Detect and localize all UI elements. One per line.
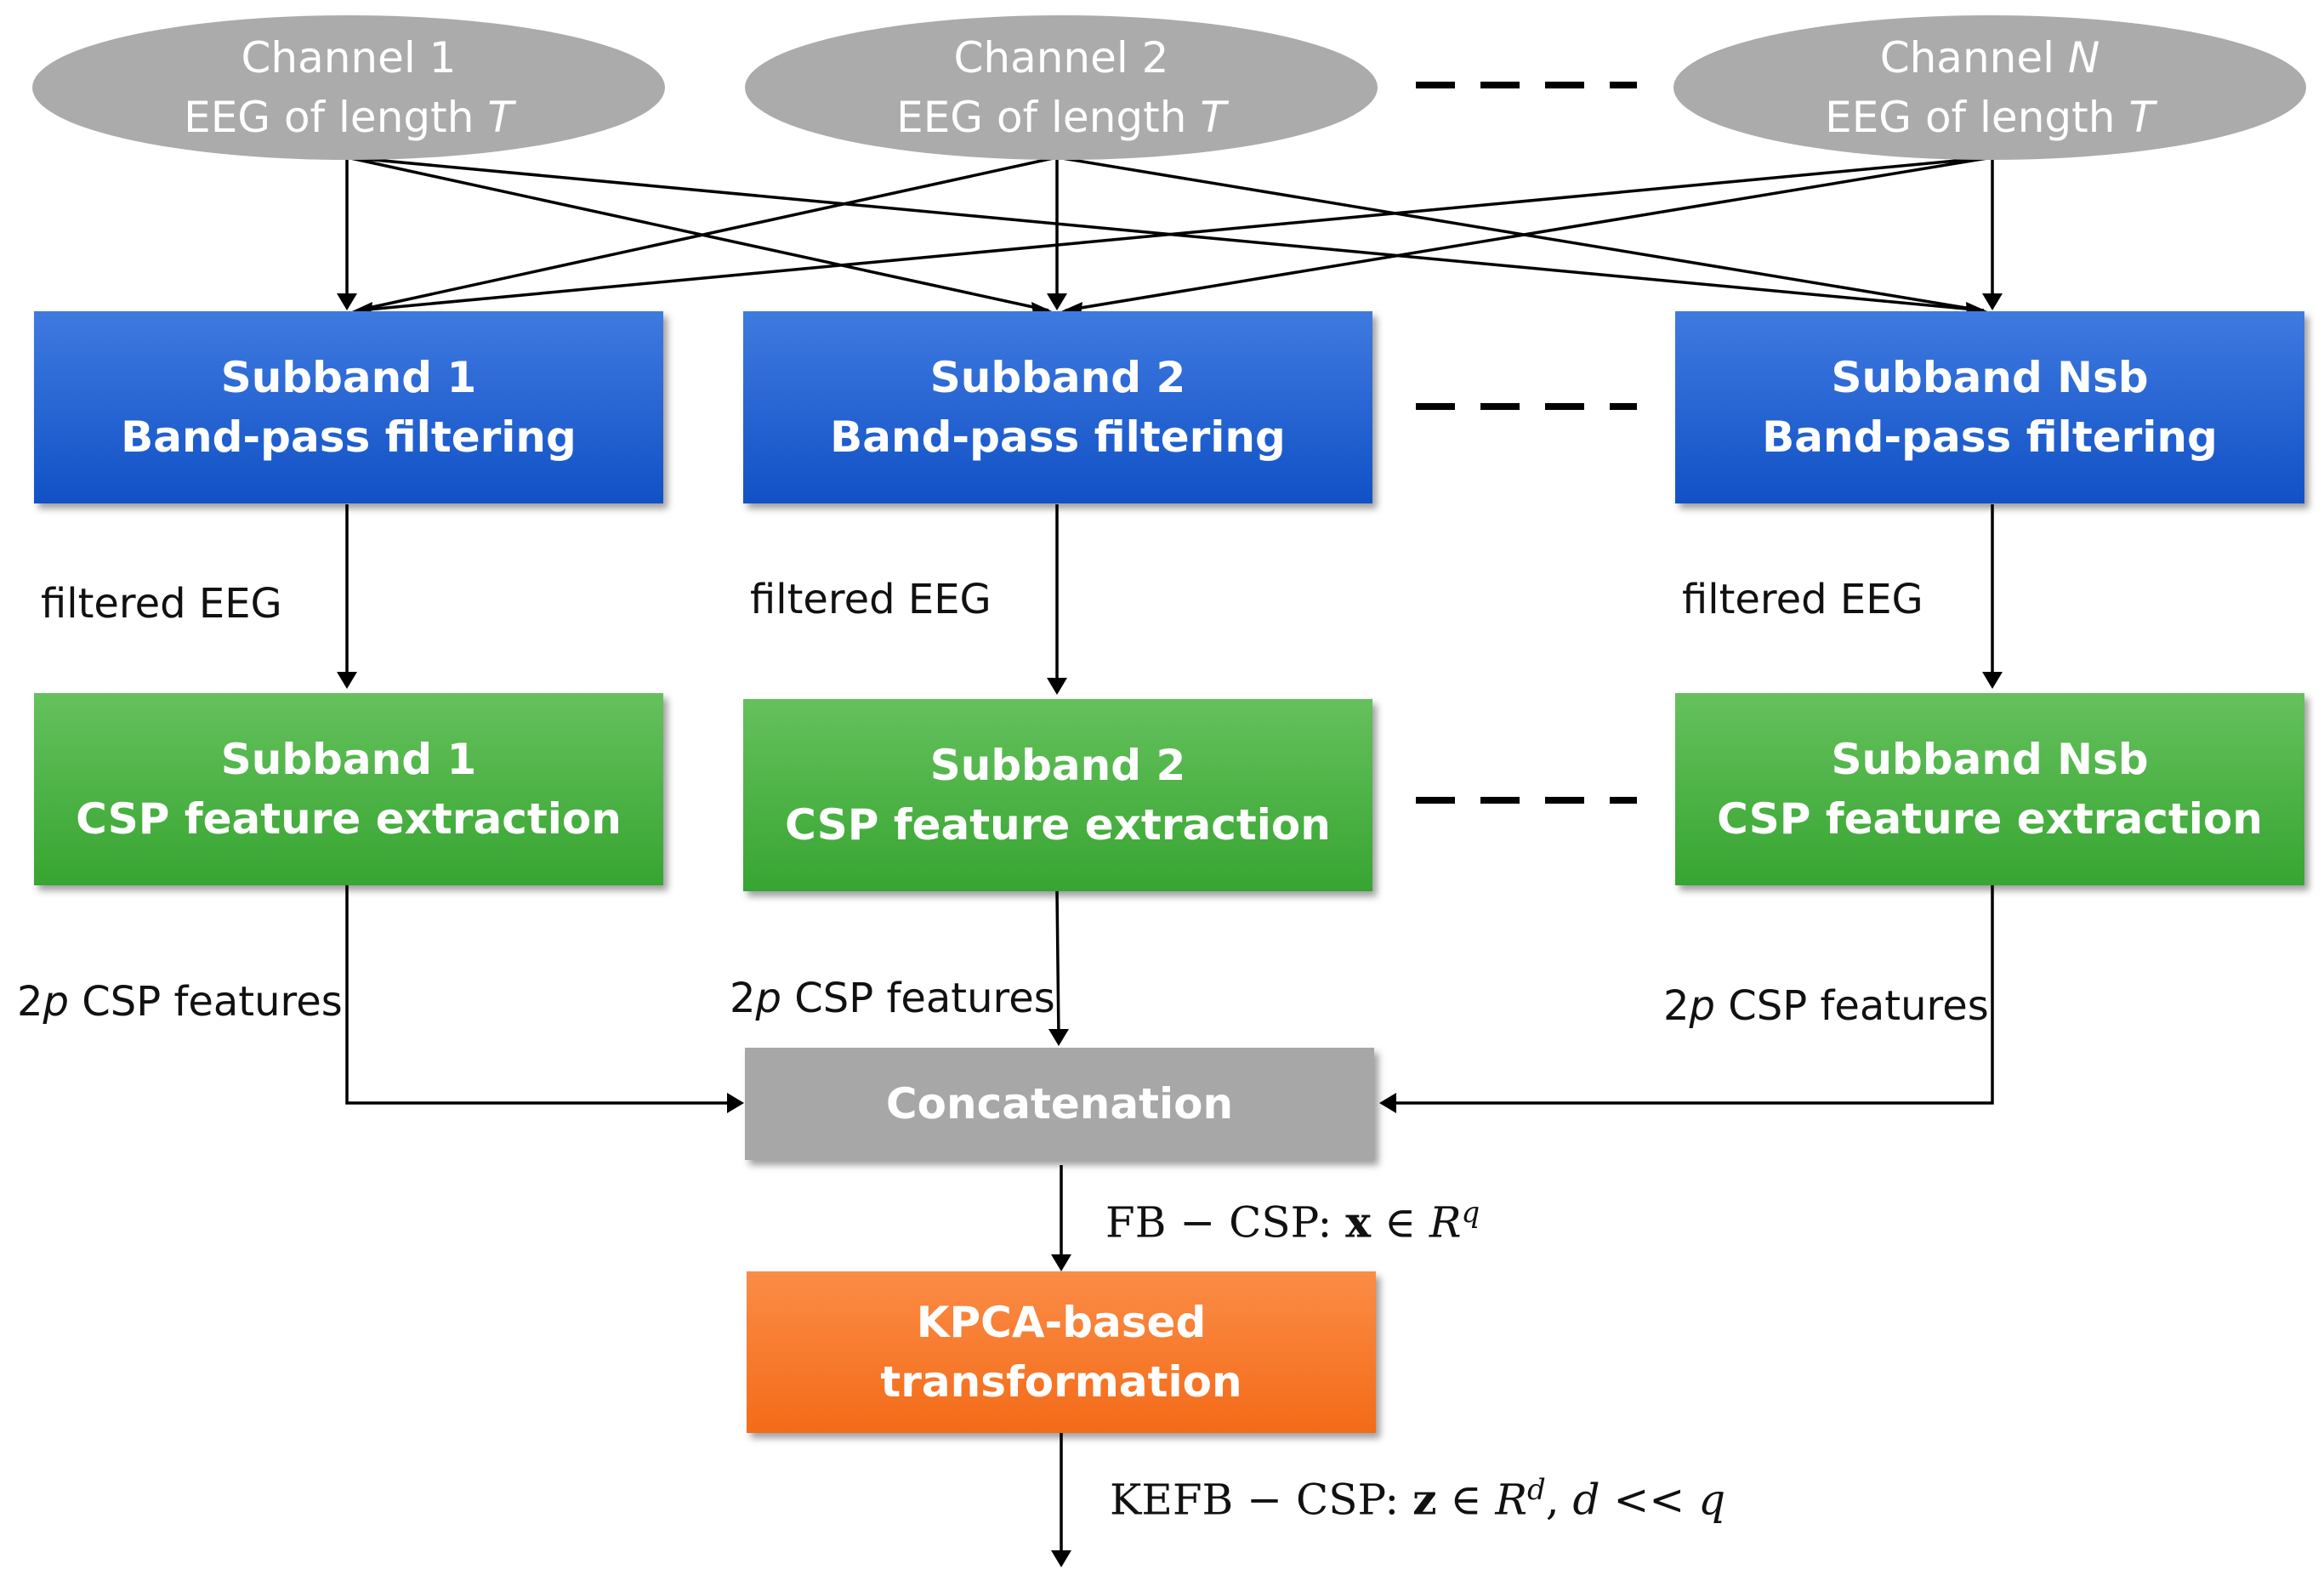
arrow-ch2-sb1 [356,156,1058,312]
kefb-csp-dim: d [1526,1473,1546,1507]
kpca-box: KPCA-based transformation [747,1271,1376,1433]
fb-csp-space: R [1429,1197,1462,1248]
csp-features-var-n: p [1689,982,1716,1030]
channel-1-title: Channel 1 [241,33,457,82]
csp-features-count-n: 2 [1663,982,1690,1030]
fb-csp-dim: q [1461,1196,1480,1230]
subband-n-csp-label: CSP feature extraction [1717,794,2263,844]
kefb-csp-much-less: << [1600,1475,1699,1525]
channel-n-length-var: T [2128,93,2155,142]
fb-csp-vector: x [1345,1197,1372,1248]
channel-2-title: Channel 2 [953,33,1169,82]
filtered-eeg-label-n: filtered EEG [1682,576,1923,623]
subband-2-csp-label: CSP feature extraction [785,800,1331,850]
csp-features-text-1: CSP features [69,978,343,1026]
arrow-cspn-concat [1388,885,1994,1105]
arrow-chn-sb2 [1065,156,1993,312]
channel-n-var: N [2067,33,2100,82]
csp-features-count-2: 2 [730,975,756,1022]
subband-1-csp-box: Subband 1 CSP feature extraction [34,693,663,885]
csp-features-label-n: 2p CSP features [1663,982,1989,1030]
csp-features-var-1: p [43,978,70,1026]
subband-n-filter-label: Band-pass filtering [1762,412,2218,462]
subband-2-filter-label: Band-pass filtering [830,412,1286,462]
channel-n-title: Channel [1879,33,2068,82]
channel-1-length-var: T [487,93,514,142]
kpca-label-line1: KPCA-based [916,1298,1207,1347]
subband-1-filter-box: Subband 1 Band-pass filtering [34,311,663,503]
ellipsis-dashes-channels [1416,82,1637,88]
subband-2-filter-title: Subband 2 [929,353,1186,402]
subband-1-csp-title: Subband 1 [220,735,477,784]
subband-1-filter-title: Subband 1 [220,353,477,402]
ellipsis-dashes-filters [1416,403,1637,410]
subband-1-filter-label: Band-pass filtering [121,412,577,462]
arrow-chn-sb1 [358,156,1993,312]
arrow-ch2-sbn [1056,156,1982,312]
kefb-csp-formula: KEFB − CSP: z ∈ Rd, d << q [1110,1473,1725,1525]
csp-features-text-2: CSP features [781,975,1055,1022]
kpca-label-line2: transformation [880,1357,1242,1407]
kefb-csp-vector: z [1412,1474,1437,1525]
ellipsis-dashes-csp [1416,797,1637,804]
arrow-csp1-concat [345,885,736,1105]
subband-n-csp-title: Subband Nsb [1831,735,2149,784]
concatenation-box: Concatenation [745,1048,1374,1160]
filtered-eeg-label-1: filtered EEG [41,580,282,628]
kefb-csp-q: q [1698,1475,1726,1525]
csp-features-count-1: 2 [17,978,43,1026]
subband-n-csp-box: Subband Nsb CSP feature extraction [1675,693,2304,885]
csp-features-var-2: p [755,975,782,1022]
kefb-csp-separator: , [1545,1475,1573,1525]
fb-csp-name: FB − CSP: [1105,1197,1332,1248]
subband-1-csp-label: CSP feature extraction [76,794,622,844]
csp-features-label-2: 2p CSP features [730,975,1055,1022]
channel-n-node: Channel N EEG of length T [1673,15,2306,160]
channel-2-length-var: T [1200,93,1226,142]
channel-1-length-label: EEG of length [184,93,488,142]
csp-features-label-1: 2p CSP features [17,978,343,1026]
subband-n-filter-box: Subband Nsb Band-pass filtering [1675,311,2304,503]
csp-features-text-n: CSP features [1715,982,1989,1030]
concatenation-label: Concatenation [885,1079,1234,1129]
kefb-csp-d: d [1572,1475,1600,1525]
arrow-csp2-concat [1055,890,1060,1038]
subband-n-filter-title: Subband Nsb [1831,353,2149,402]
subband-2-csp-title: Subband 2 [929,741,1186,790]
kefb-csp-space: R [1495,1475,1527,1525]
channel-2-node: Channel 2 EEG of length T [745,15,1378,160]
kefb-csp-relation: ∈ [1436,1475,1496,1525]
arrow-ch1-sb2 [346,156,1049,312]
filtered-eeg-label-2: filtered EEG [750,576,992,623]
subband-2-csp-box: Subband 2 CSP feature extraction [743,699,1372,891]
fb-csp-relation: ∈ [1371,1197,1429,1248]
subband-2-filter-box: Subband 2 Band-pass filtering [743,311,1372,503]
fb-csp-formula: FB − CSP: x ∈ Rq [1105,1196,1480,1248]
channel-n-length-label: EEG of length [1825,93,2129,142]
channel-2-length-label: EEG of length [896,93,1201,142]
channel-1-node: Channel 1 EEG of length T [32,15,665,160]
kefb-csp-name: KEFB − CSP: [1110,1475,1400,1525]
